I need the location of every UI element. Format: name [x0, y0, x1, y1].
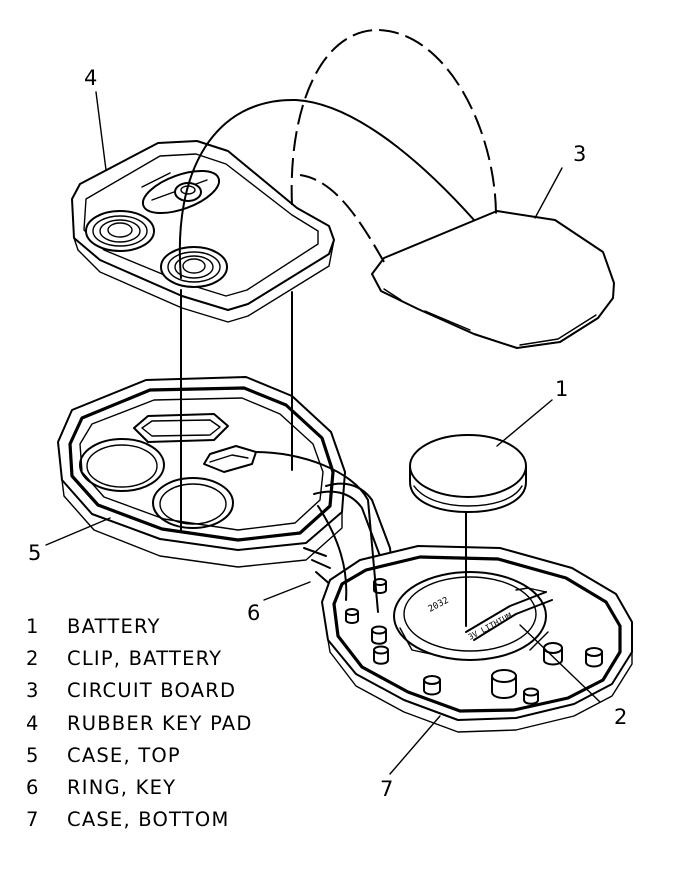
legend-item-circuit-board: 3 CIRCUIT BOARD — [26, 675, 346, 707]
battery — [409, 434, 527, 513]
legend-number: 3 — [26, 679, 40, 703]
assembly-lines — [178, 28, 497, 627]
callouts: 4 3 1 5 6 2 7 — [28, 66, 627, 801]
callout-5: 5 — [28, 541, 41, 565]
callout-3: 3 — [573, 142, 586, 166]
legend-label: CIRCUIT BOARD — [67, 679, 237, 703]
legend-label: CASE, BOTTOM — [67, 808, 230, 832]
legend-number: 1 — [26, 614, 40, 638]
legend-item-ring-key: 6 RING, KEY — [26, 771, 346, 803]
legend-item-battery: 1 BATTERY — [26, 610, 346, 642]
legend-number: 4 — [26, 711, 40, 735]
rubber-key-pad — [71, 140, 335, 323]
callout-leaders — [45, 91, 601, 775]
legend-number: 7 — [26, 808, 40, 832]
callout-4: 4 — [84, 66, 97, 90]
legend-item-clip-battery: 2 CLIP, BATTERY — [26, 642, 346, 674]
callout-7: 7 — [380, 777, 393, 801]
callout-6: 6 — [247, 601, 260, 625]
legend-item-rubber-key-pad: 4 RUBBER KEY PAD — [26, 707, 346, 739]
legend-label: CASE, TOP — [67, 743, 181, 767]
legend-item-case-bottom: 7 CASE, BOTTOM — [26, 804, 346, 836]
callout-1: 1 — [555, 377, 568, 401]
legend-label: CLIP, BATTERY — [67, 646, 223, 670]
legend-label: RUBBER KEY PAD — [67, 711, 253, 735]
case-bottom: 2032 3V LITHIUM — [321, 545, 633, 733]
legend-label: RING, KEY — [67, 776, 177, 800]
legend-number: 5 — [26, 743, 40, 767]
parts-legend: 1 BATTERY 2 CLIP, BATTERY 3 CIRCUIT BOAR… — [26, 610, 346, 836]
callout-2: 2 — [614, 705, 627, 729]
legend-item-case-top: 5 CASE, TOP — [26, 739, 346, 771]
circuit-board — [371, 210, 615, 349]
legend-label: BATTERY — [67, 614, 161, 638]
legend-number: 6 — [26, 776, 40, 800]
legend-number: 2 — [26, 646, 40, 670]
case-top — [57, 376, 346, 568]
